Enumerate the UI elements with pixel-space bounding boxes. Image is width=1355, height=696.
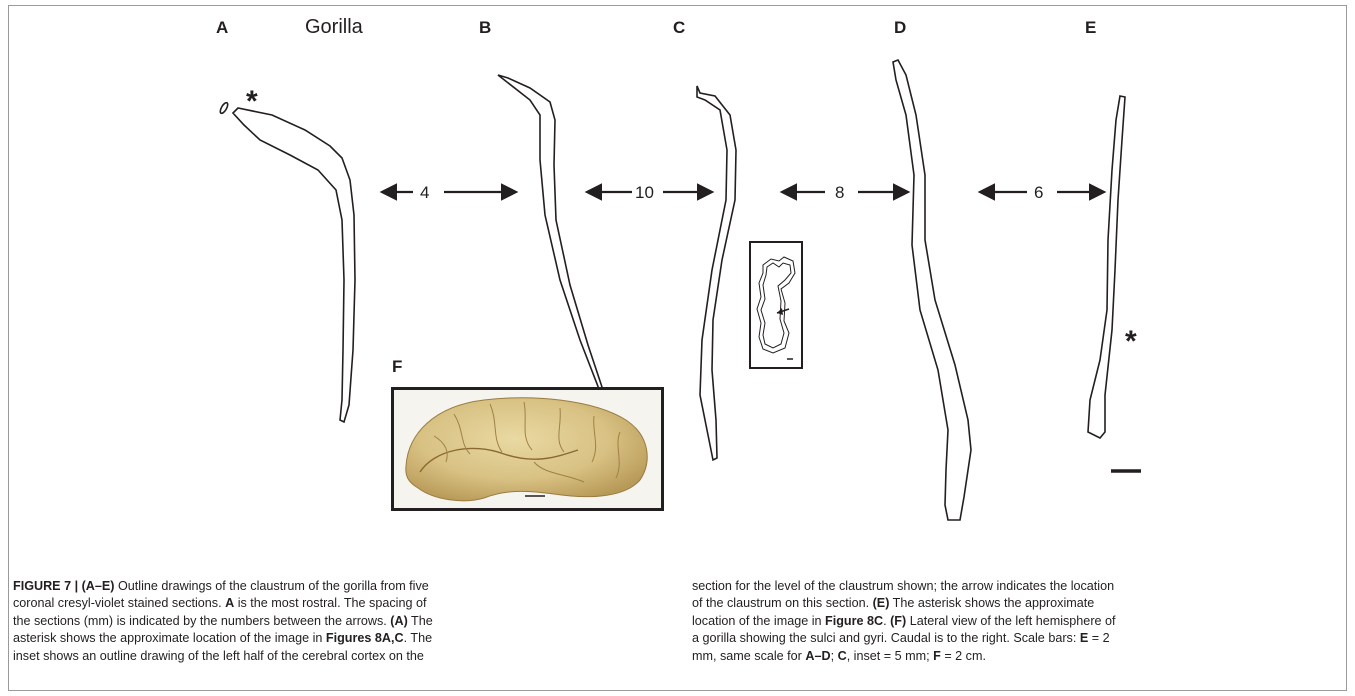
caption-bold: Figures 8A,C	[326, 631, 404, 645]
caption-bold: A	[225, 596, 234, 610]
caption-text: section for the level of the claustrum s…	[692, 579, 1114, 593]
outline-section-d	[893, 60, 971, 520]
caption-text: Lateral view of the left hemisphere of	[906, 614, 1115, 628]
claustrum-outlines	[0, 0, 1355, 560]
caption-line: inset shows an outline drawing of the le…	[13, 648, 653, 665]
caption-line: asterisk shows the approximate location …	[13, 630, 653, 647]
cortex-inset-drawing	[751, 243, 801, 367]
cortex-inset	[749, 241, 803, 369]
caption-left-column: FIGURE 7 | (A–E) Outline drawings of the…	[13, 578, 653, 665]
caption-label: FIGURE 7 | (A–E)	[13, 579, 115, 593]
caption-text: The	[408, 614, 433, 628]
caption-bold: (F)	[890, 614, 906, 628]
caption-line: of the claustrum on this section. (E) Th…	[692, 595, 1342, 612]
caption-bold: E	[1080, 631, 1088, 645]
outline-section-e	[1088, 96, 1125, 438]
caption-bold: C	[838, 649, 847, 663]
caption-bold: F	[933, 649, 941, 663]
outline-section-a	[233, 108, 355, 422]
caption-bold: A–D	[805, 649, 830, 663]
caption-text: coronal cresyl-violet stained sections.	[13, 596, 225, 610]
caption-line: location of the image in Figure 8C. (F) …	[692, 613, 1342, 630]
caption-text: mm, same scale for	[692, 649, 805, 663]
caption-text: of the claustrum on this section.	[692, 596, 873, 610]
caption-text: . The	[404, 631, 432, 645]
caption-line: mm, same scale for A–D; C, inset = 5 mm;…	[692, 648, 1342, 665]
caption-bold: (A)	[390, 614, 407, 628]
caption-text: = 2 cm.	[941, 649, 986, 663]
caption-bold: (E)	[873, 596, 890, 610]
caption-text: Outline drawings of the claustrum of the…	[118, 579, 429, 593]
caption-text: , inset = 5 mm;	[847, 649, 933, 663]
caption-right-column: section for the level of the claustrum s…	[692, 578, 1342, 665]
caption-text: location of the image in	[692, 614, 825, 628]
brain-photo	[391, 387, 664, 511]
caption-line: a gorilla showing the sulci and gyri. Ca…	[692, 630, 1342, 647]
caption-text: ;	[831, 649, 838, 663]
caption-line: section for the level of the claustrum s…	[692, 578, 1342, 595]
caption-text: The asterisk shows the approximate	[889, 596, 1094, 610]
brain-photo-image	[394, 390, 661, 508]
outline-section-c	[697, 86, 736, 460]
caption-text: asterisk shows the approximate location …	[13, 631, 326, 645]
caption-line: coronal cresyl-violet stained sections. …	[13, 595, 653, 612]
fragment-section-a	[219, 102, 229, 115]
caption-text: the sections (mm) is indicated by the nu…	[13, 614, 390, 628]
caption-line: the sections (mm) is indicated by the nu…	[13, 613, 653, 630]
caption-text: = 2	[1088, 631, 1109, 645]
caption-line: FIGURE 7 | (A–E) Outline drawings of the…	[13, 578, 653, 595]
caption-text: inset shows an outline drawing of the le…	[13, 649, 424, 663]
caption-bold: Figure 8C	[825, 614, 883, 628]
outline-section-b	[498, 75, 602, 389]
caption-text: a gorilla showing the sulci and gyri. Ca…	[692, 631, 1080, 645]
caption-text: is the most rostral. The spacing of	[234, 596, 426, 610]
